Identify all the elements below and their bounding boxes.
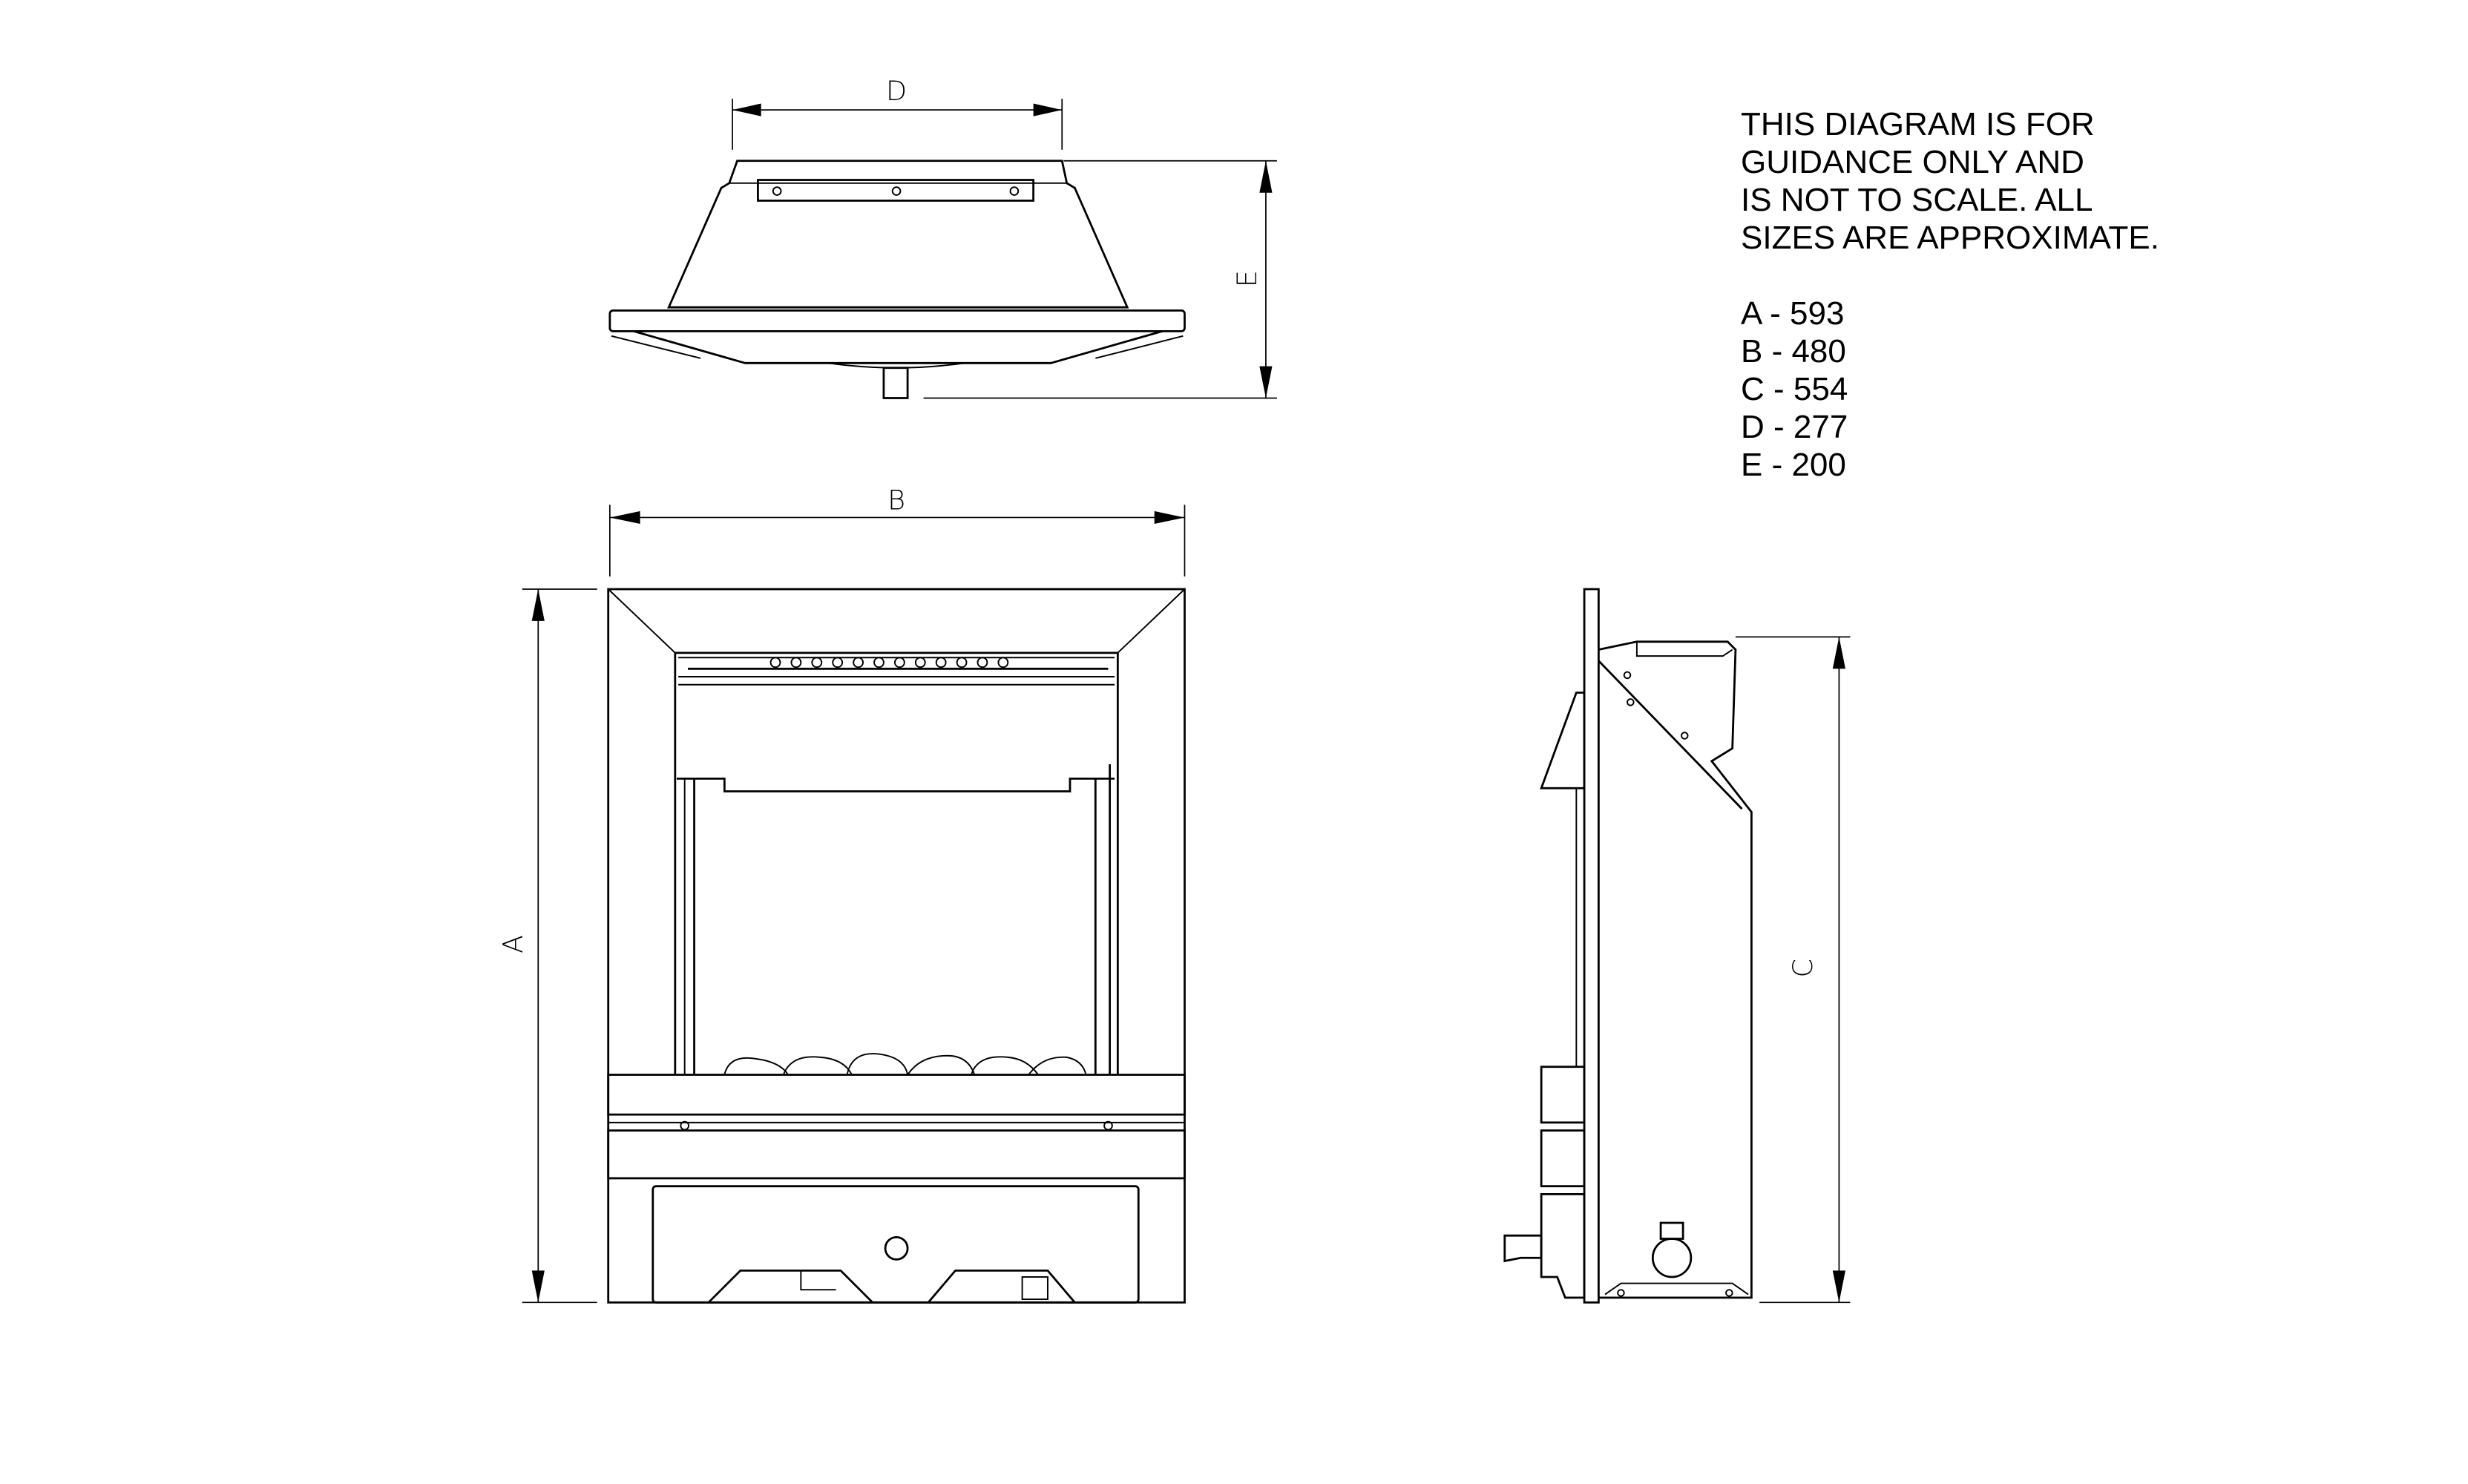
side-view: C [1503,588,1851,1304]
dimension-value-b: B - 480 [1741,333,1846,370]
dimension-label-e: E [1231,270,1263,287]
dimension-value-d: D - 277 [1741,409,1848,445]
disclaimer-line: SIZES ARE APPROXIMATE. [1741,220,2160,256]
disclaimer-line: IS NOT TO SCALE. ALL [1741,182,2093,218]
dimension-label-c: C [1787,959,1819,977]
dimension-value-a: A - 593 [1741,295,1845,332]
notes-panel: THIS DIAGRAM IS FOR GUIDANCE ONLY AND IS… [1741,105,2159,484]
coal-bed [723,1053,1087,1076]
dimension-label-d: D [886,75,907,107]
disclaimer-line: GUIDANCE ONLY AND [1741,144,2084,180]
bracket-screw-icons [772,186,1020,196]
dimension-label-a: A [497,935,529,953]
dimension-value-c: C - 554 [1741,371,1848,407]
control-knob-icon [884,1235,909,1261]
top-view: D E [608,75,1277,399]
disclaimer-line: THIS DIAGRAM IS FOR [1741,106,2095,142]
grille-vent-icons [769,657,1009,669]
dimension-value-e: E - 200 [1741,447,1846,483]
dimension-label-b: B [887,485,905,516]
front-view: B A [497,485,1186,1304]
